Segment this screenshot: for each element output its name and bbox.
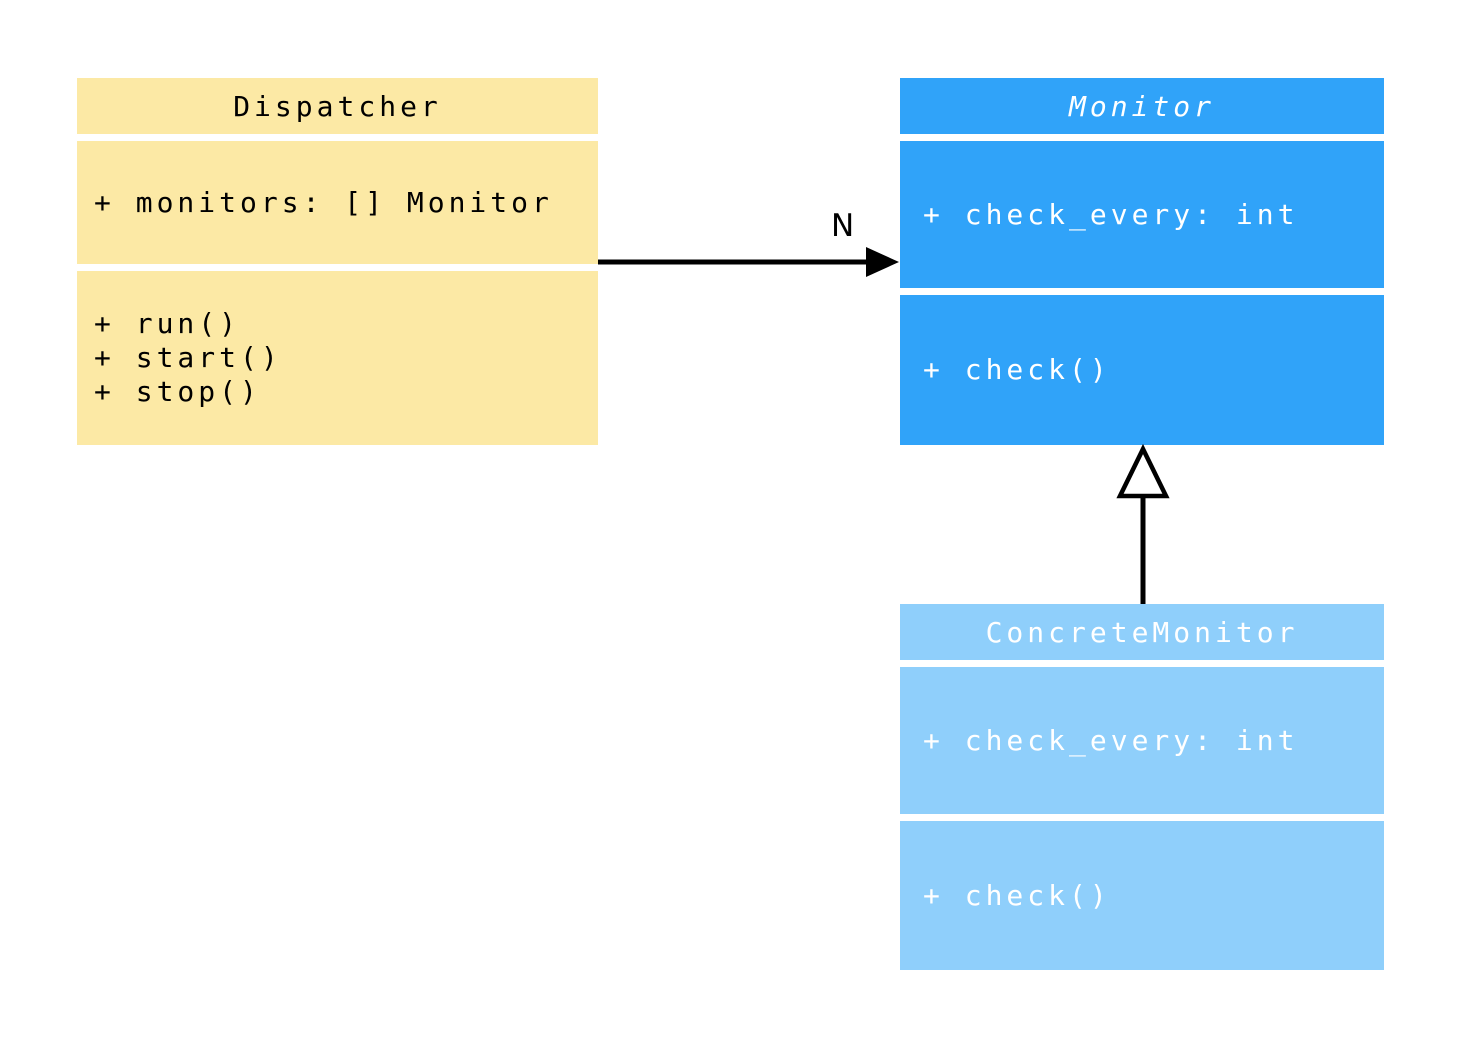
class-title-abstract: Monitor [900,78,1384,134]
class-title: Dispatcher [77,78,598,134]
attribute-item: + check_every: int [923,197,1299,231]
class-title: ConcreteMonitor [900,604,1384,660]
method-item: + stop() [94,375,261,408]
method-item: + run() [94,307,241,340]
generalization-arrow-concretemonitor-monitor [1116,443,1170,604]
class-attributes-section: + monitors: [] Monitor [77,141,598,264]
multiplicity-label: N [831,208,855,244]
association-arrow-dispatcher-monitor [598,247,899,277]
class-methods-section: + run() + start() + stop() [77,271,598,445]
class-attributes-section: + check_every: int [900,667,1384,814]
association-arrowhead-icon [866,247,899,277]
class-methods-section: + check() [900,821,1384,970]
method-item: + check() [923,353,1111,386]
attribute-item: + check_every: int [923,723,1299,757]
attribute-item: + monitors: [] Monitor [94,185,553,219]
class-box-monitor: Monitor + check_every: int + check() [900,78,1384,445]
class-attributes-section: + check_every: int [900,141,1384,288]
class-methods-section: + check() [900,295,1384,445]
method-item: + check() [923,878,1111,912]
class-box-dispatcher: Dispatcher + monitors: [] Monitor + run(… [77,78,598,445]
method-item: + start() [94,341,282,374]
class-box-concrete-monitor: ConcreteMonitor + check_every: int + che… [900,604,1384,970]
generalization-triangle-icon [1116,443,1170,499]
